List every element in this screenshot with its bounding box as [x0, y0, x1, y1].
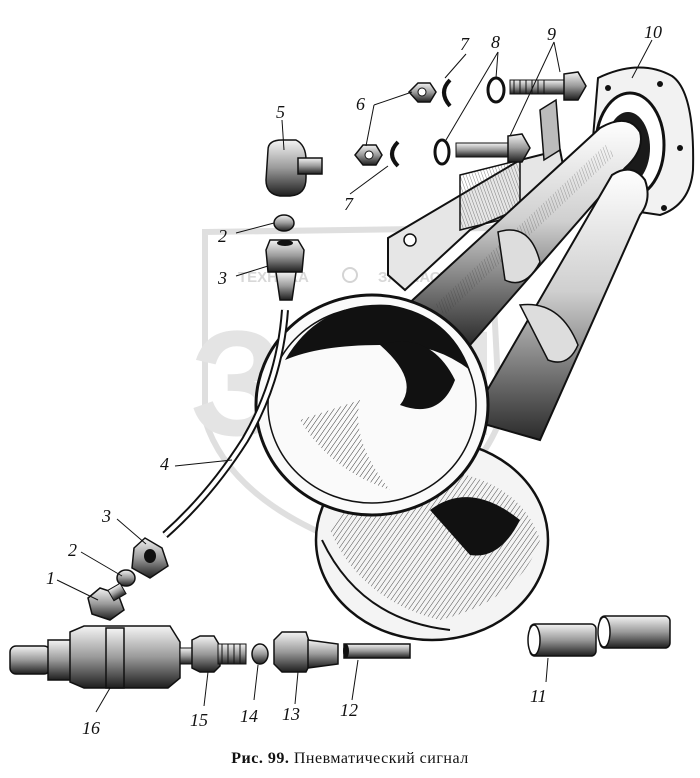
washer-8-upper [486, 76, 506, 104]
tube-clamps [497, 229, 579, 363]
callout-11: 11 [530, 686, 547, 706]
union-nut-13 [273, 631, 339, 673]
horn-bell-upper [254, 293, 490, 517]
lock-washer-7-lower [390, 140, 400, 168]
nut-6-lower [354, 144, 383, 166]
union-nut-3-upper [265, 239, 305, 301]
caption-prefix: Рис. 99. [231, 750, 290, 767]
cone-2-lower [116, 569, 136, 587]
nut-6-upper [407, 82, 437, 103]
callout-labels: 1 2 2 3 3 4 5 6 7 7 8 9 10 11 12 13 14 1… [46, 22, 662, 738]
fasteners [354, 71, 587, 168]
callout-7-lower: 7 [344, 194, 354, 214]
callout-3-upper: 3 [217, 268, 227, 288]
gear-icon [342, 267, 358, 283]
callout-16: 16 [82, 718, 100, 738]
valve-body [9, 625, 181, 689]
hose-11 [527, 615, 671, 657]
mounting-bracket [387, 98, 567, 292]
callout-8: 8 [491, 32, 500, 52]
callout-1: 1 [46, 568, 55, 588]
callout-2-lower: 2 [68, 540, 77, 560]
callout-10: 10 [644, 22, 662, 42]
bolt-9-lower [455, 133, 531, 163]
washer-8-lower [433, 138, 451, 166]
leader-lines [56, 39, 653, 713]
cone-14 [251, 643, 269, 665]
callout-3-lower: 3 [101, 506, 111, 526]
elbow-fitting [265, 139, 323, 197]
callout-2-upper: 2 [218, 226, 227, 246]
callout-14: 14 [240, 706, 258, 726]
callout-5: 5 [276, 102, 285, 122]
callout-6: 6 [356, 94, 365, 114]
pipe-12 [343, 643, 411, 659]
adapter-1 [87, 582, 127, 621]
callout-4: 4 [160, 454, 169, 474]
cone-2-upper [273, 214, 295, 232]
figure-caption: Рис. 99. Пневматический сигнал [0, 750, 700, 768]
horn-tube-lower [468, 168, 649, 442]
callout-13: 13 [282, 704, 300, 724]
callout-12: 12 [340, 700, 358, 720]
fitting-15 [179, 635, 247, 673]
caption-text: Пневматический сигнал [293, 750, 469, 767]
callout-15: 15 [190, 710, 208, 730]
callout-7-upper: 7 [460, 34, 470, 54]
union-nut-3-lower [131, 537, 169, 579]
lock-washer-7-upper [442, 78, 452, 108]
bolt-9-upper [509, 71, 587, 101]
callout-9: 9 [547, 24, 556, 44]
